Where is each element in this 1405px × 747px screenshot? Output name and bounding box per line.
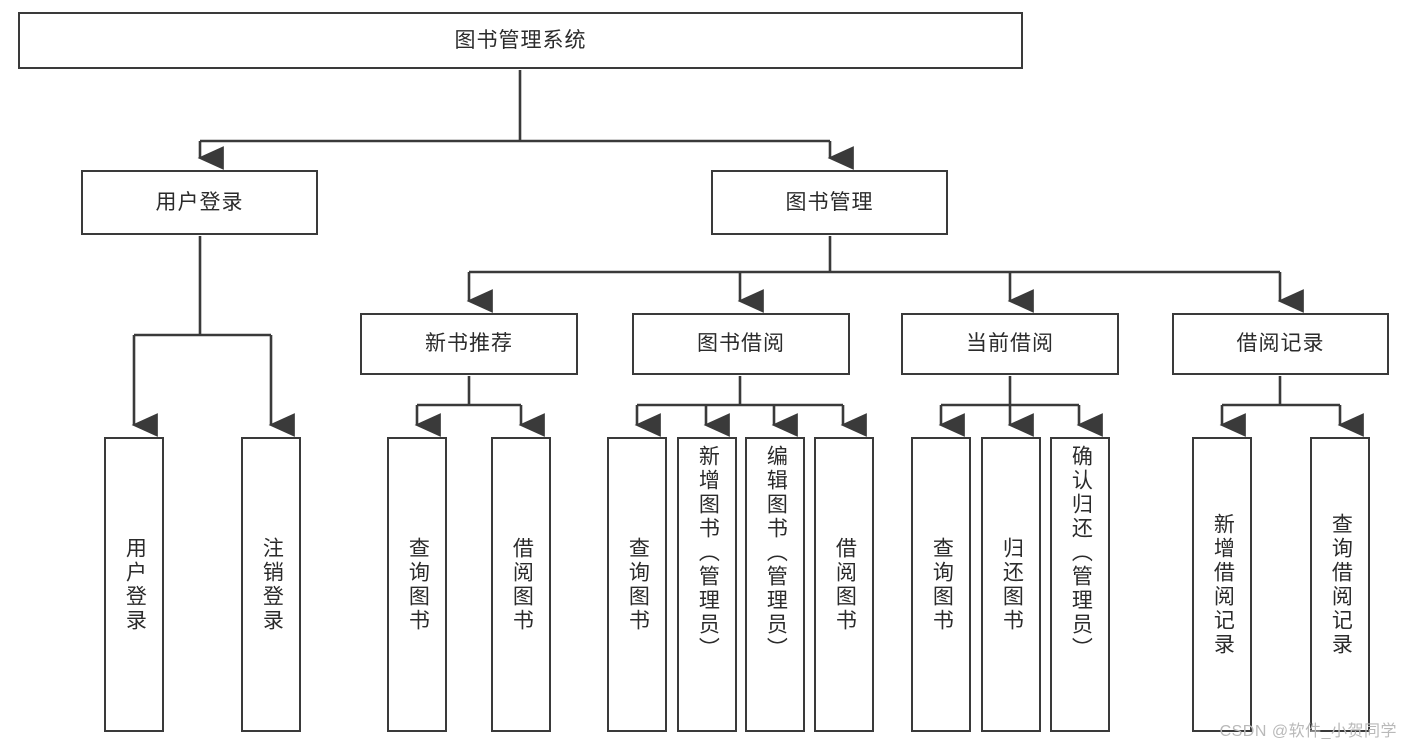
- node-user-login-label: 用户登录: [155, 190, 244, 214]
- leaf-return-book-label: 归还图书: [1000, 536, 1024, 633]
- node-current-borrow-label: 当前借阅: [966, 332, 1054, 356]
- leaf-confirm-return-admin-label: 确认归还（管理员）: [1069, 445, 1093, 661]
- node-user-login[interactable]: 用户登录: [81, 170, 318, 235]
- leaf-confirm-return-admin[interactable]: 确认归还（管理员）: [1050, 437, 1110, 732]
- leaf-add-borrow-record-label: 新增借阅记录: [1211, 512, 1235, 657]
- leaf-query-borrow-record[interactable]: 查询借阅记录: [1310, 437, 1370, 732]
- leaf-query-borrow-record-label: 查询借阅记录: [1329, 512, 1353, 657]
- leaf-return-book[interactable]: 归还图书: [981, 437, 1041, 732]
- leaf-borrow-book-recommend-label: 借阅图书: [510, 536, 534, 633]
- node-new-book-recommend-label: 新书推荐: [425, 332, 513, 356]
- leaf-edit-book-admin-label: 编辑图书（管理员）: [764, 445, 788, 661]
- leaf-add-borrow-record[interactable]: 新增借阅记录: [1192, 437, 1252, 732]
- leaf-add-book-admin[interactable]: 新增图书（管理员）: [677, 437, 737, 732]
- leaf-borrow-book-borrow-label: 借阅图书: [833, 536, 857, 633]
- node-root-label: 图书管理系统: [454, 28, 587, 52]
- leaf-query-book-current-label: 查询图书: [930, 536, 954, 633]
- leaf-borrow-book-borrow[interactable]: 借阅图书: [814, 437, 874, 732]
- leaf-user-login[interactable]: 用户登录: [104, 437, 164, 732]
- leaf-query-book-recommend-label: 查询图书: [406, 536, 430, 633]
- leaf-query-book-borrow-label: 查询图书: [626, 536, 650, 633]
- node-root[interactable]: 图书管理系统: [18, 12, 1023, 69]
- leaf-logout-label: 注销登录: [260, 536, 284, 633]
- leaf-user-login-label: 用户登录: [123, 536, 147, 633]
- node-current-borrow[interactable]: 当前借阅: [901, 313, 1119, 375]
- leaf-query-book-borrow[interactable]: 查询图书: [607, 437, 667, 732]
- leaf-borrow-book-recommend[interactable]: 借阅图书: [491, 437, 551, 732]
- leaf-edit-book-admin[interactable]: 编辑图书（管理员）: [745, 437, 805, 732]
- node-book-management-label: 图书管理: [785, 190, 874, 214]
- node-book-management[interactable]: 图书管理: [711, 170, 948, 235]
- leaf-add-book-admin-label: 新增图书（管理员）: [696, 445, 720, 661]
- node-borrow-record-label: 借阅记录: [1236, 332, 1325, 356]
- node-book-borrow-label: 图书借阅: [697, 332, 785, 356]
- leaf-logout[interactable]: 注销登录: [241, 437, 301, 732]
- leaf-query-book-recommend[interactable]: 查询图书: [387, 437, 447, 732]
- node-borrow-record[interactable]: 借阅记录: [1172, 313, 1389, 375]
- leaf-query-book-current[interactable]: 查询图书: [911, 437, 971, 732]
- node-new-book-recommend[interactable]: 新书推荐: [360, 313, 578, 375]
- node-book-borrow[interactable]: 图书借阅: [632, 313, 850, 375]
